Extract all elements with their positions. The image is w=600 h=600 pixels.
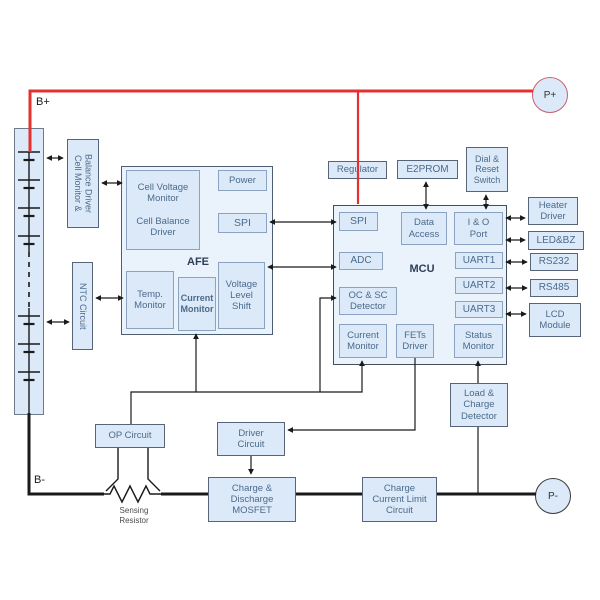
block-cell-monitor-balance-driver: Cell Monitor & Balance Driver <box>67 139 99 228</box>
block-uart1: UART1 <box>455 252 503 269</box>
block-dial-reset-switch: Dial & Reset Switch <box>466 147 508 192</box>
block-regulator: Regulator <box>328 161 387 179</box>
block-voltage-level-shift: Voltage Level Shift <box>218 262 265 329</box>
block-ntc-circuit: NTC Circuit <box>72 262 93 350</box>
sensing-resistor-symbol <box>104 448 161 504</box>
terminal-p-plus: P+ <box>532 77 568 113</box>
afe-label: AFE <box>187 256 209 268</box>
power-line-red <box>28 89 533 204</box>
label-b-plus: B+ <box>36 96 50 108</box>
block-data-access: Data Access <box>401 212 447 245</box>
block-status-monitor: Status Monitor <box>454 324 503 358</box>
block-driver-circuit: Driver Circuit <box>217 422 285 456</box>
sensing-resistor-caption: Sensing Resistor <box>119 506 149 525</box>
block-mcu-current-monitor: Current Monitor <box>339 324 387 358</box>
block-op-circuit: OP Circuit <box>95 424 165 448</box>
block-afe-current-monitor: Current Monitor <box>178 277 216 331</box>
mcu-label: MCU <box>409 263 435 275</box>
block-e2prom: E2PROM <box>397 160 458 179</box>
block-afe-spi: SPI <box>218 213 267 233</box>
label-b-minus: B- <box>34 474 45 486</box>
block-temp-monitor: Temp. Monitor <box>126 271 174 329</box>
battery-pack <box>14 128 44 415</box>
block-uart2: UART2 <box>455 277 503 294</box>
block-io-port: I & O Port <box>454 212 503 245</box>
block-uart3: UART3 <box>455 301 503 318</box>
block-adc: ADC <box>339 252 383 270</box>
block-led-bz: LED&BZ <box>528 231 584 250</box>
terminal-p-minus: P- <box>535 478 571 514</box>
block-fets-driver: FETs Driver <box>396 324 434 358</box>
block-charge-current-limit-circuit: Charge Current Limit Circuit <box>362 477 437 522</box>
block-load-charge-detector: Load & Charge Detector <box>450 383 508 427</box>
block-cell-voltage-monitor: Cell Voltage Monitor Cell Balance Driver <box>126 170 200 250</box>
block-lcd-module: LCD Module <box>529 303 581 337</box>
block-heater-driver: Heater Driver <box>528 197 578 225</box>
block-rs232: RS232 <box>530 253 578 271</box>
block-power: Power <box>218 170 267 191</box>
block-mcu-spi: SPI <box>339 212 378 231</box>
block-oc-sc-detector: OC & SC Detector <box>339 287 397 315</box>
block-charge-discharge-mosfet: Charge & Discharge MOSFET <box>208 477 296 522</box>
block-rs485: RS485 <box>530 279 578 297</box>
